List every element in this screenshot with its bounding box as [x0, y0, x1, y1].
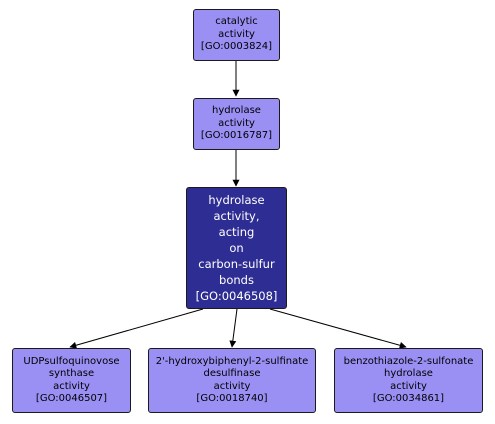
node-label-line: activity — [213, 380, 251, 392]
node-go-id: [GO:0046508] — [195, 289, 278, 303]
edge-focus-to-hbp — [229, 308, 238, 348]
node-label-line: catalytic — [215, 16, 258, 28]
node-go-id: [GO:0018740] — [196, 393, 268, 404]
node-benzothiazole-sulfonate-hydrolase[interactable]: benzothiazole-2-sulfonate hydrolase acti… — [334, 348, 483, 413]
node-label-line: activity — [218, 117, 255, 129]
node-go-id: [GO:0046507] — [35, 393, 108, 404]
node-label-line: activity — [53, 380, 90, 392]
node-label-line: 2'-hydroxybiphenyl-2-sulfinate — [155, 355, 309, 367]
node-hydrolase-carbon-sulfur-focus[interactable]: hydrolase activity, acting on carbon-sul… — [186, 187, 287, 309]
node-label-line: hydrolase — [212, 105, 261, 117]
node-go-id: [GO:0016787] — [200, 130, 273, 142]
node-label-line: carbon-sulfur — [198, 257, 275, 271]
node-label-line: hydrolase — [208, 193, 265, 207]
node-label-line: acting — [218, 225, 255, 239]
node-hydrolase-activity[interactable]: hydrolase activity [GO:0016787] — [193, 98, 280, 150]
node-catalytic-activity[interactable]: catalytic activity [GO:0003824] — [193, 9, 280, 61]
node-label-line: benzothiazole-2-sulfonate — [343, 355, 474, 367]
node-go-id: [GO:0003824] — [200, 41, 273, 53]
node-go-id: [GO:0034861] — [372, 393, 445, 404]
node-label-line: activity, — [213, 209, 260, 223]
node-label-line: bonds — [219, 273, 254, 287]
node-label-line: synthase — [48, 368, 95, 379]
node-label-line: hydrolase — [384, 368, 433, 379]
node-label-line: UDPsulfoquinovose — [23, 355, 120, 367]
node-label-line: on — [229, 241, 244, 255]
edge-focus-to-btz — [269, 308, 407, 349]
node-label-line: activity — [390, 380, 427, 392]
node-label-line: desulfinase — [203, 368, 261, 379]
node-hydroxybiphenyl-sulfinate-desulfinase[interactable]: 2'-hydroxybiphenyl-2-sulfinate desulfina… — [148, 348, 316, 413]
node-label-line: activity — [218, 28, 255, 40]
edge-focus-to-udp — [69, 308, 204, 349]
node-udpsulfoquinovose-synthase[interactable]: UDPsulfoquinovose synthase activity [GO:… — [12, 348, 131, 413]
